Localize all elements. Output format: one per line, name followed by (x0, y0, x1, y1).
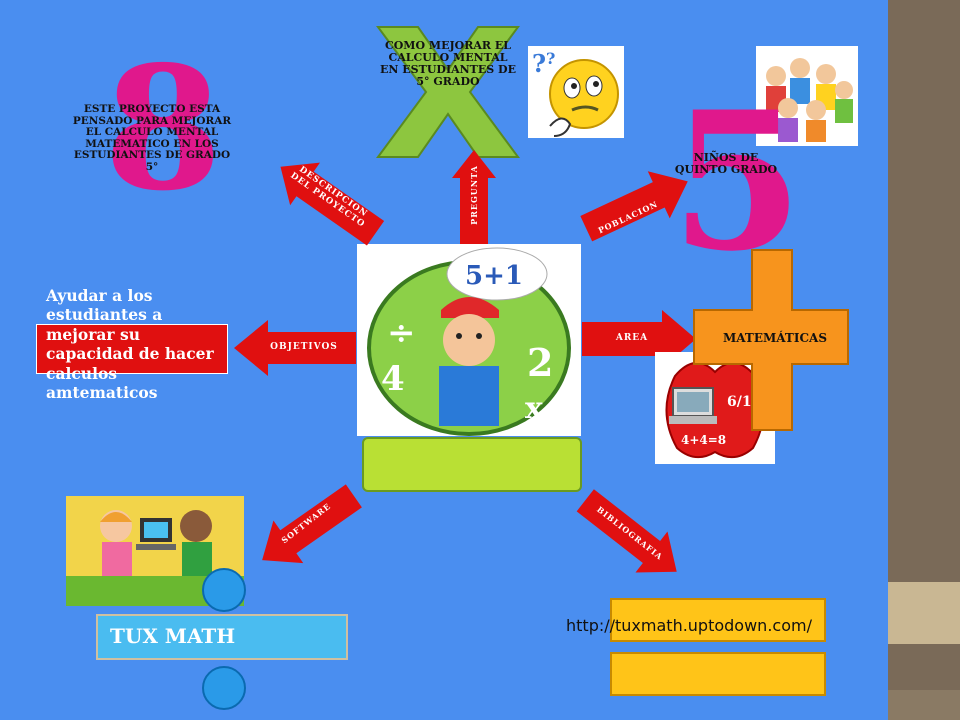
svg-text:÷: ÷ (387, 313, 416, 353)
area-text: MATEMÁTICAS (722, 331, 828, 345)
bibliography-url[interactable]: http://tuxmath.uptodown.com/ (566, 616, 812, 635)
kids-computer-image (66, 496, 244, 606)
thinking-face-icon: ? ? (532, 49, 619, 137)
software-name-text: TUX MATH (110, 624, 236, 648)
svg-text:?: ? (546, 49, 555, 68)
center-caption-box (362, 437, 582, 492)
arrow-objetivos (234, 320, 356, 376)
software-name-box: TUX MATH (96, 614, 348, 660)
green-cross-shape (376, 26, 520, 158)
project-description-text: ESTE PROYECTO ESTA PENSADO PARA MEJORAR … (72, 103, 232, 173)
research-question-text: COMO MEJORAR EL CALCULO MENTAL EN ESTUDI… (380, 39, 516, 89)
arrow-software (262, 484, 362, 564)
objective-red-box (36, 324, 228, 374)
arrow-label-area: AREA (615, 333, 649, 343)
children-group-image (756, 46, 858, 146)
svg-text:2: 2 (527, 340, 553, 385)
apple-sum: 4+4=8 (681, 433, 726, 447)
circle-connector-bottom (202, 666, 246, 710)
thinking-face-image: ? ? (528, 46, 624, 138)
objective-text: Ayudar a los estudiantes a mejorar su ca… (46, 286, 214, 402)
number-5-graphic: 5 (672, 100, 802, 260)
population-text: NIÑOS DE QUINTO GRADO (674, 151, 778, 177)
bibliography-box-2 (610, 652, 826, 696)
svg-text:?: ? (532, 49, 546, 78)
center-student-image: 5+1 ÷ 4 2 x (357, 244, 581, 436)
svg-text:5+1: 5+1 (465, 261, 523, 291)
circle-connector-top (202, 568, 246, 612)
arrow-label-pregunta: PREGUNTA (469, 165, 479, 225)
arrow-bibliografia (576, 489, 677, 573)
student-thinking-icon: 5+1 ÷ 4 2 x (367, 247, 571, 436)
number-5: 5 (672, 100, 802, 260)
bibliography-box-1 (610, 598, 826, 642)
number-8: 8 (104, 48, 222, 198)
right-sidebar-band (888, 582, 960, 644)
arrow-label-objetivos: OBJETIVOS (270, 342, 338, 352)
children-icon (766, 58, 853, 142)
arrow-descripcion (280, 162, 385, 246)
right-sidebar-band-bottom (888, 690, 960, 720)
arrow-pregunta (452, 150, 496, 244)
arrow-poblacion (580, 171, 688, 242)
kids-computer-icon (66, 496, 244, 606)
orange-plus-shape (693, 249, 849, 431)
number-8-graphic: 8 (104, 48, 222, 198)
svg-text:4: 4 (381, 359, 405, 399)
svg-text:x: x (525, 391, 544, 426)
